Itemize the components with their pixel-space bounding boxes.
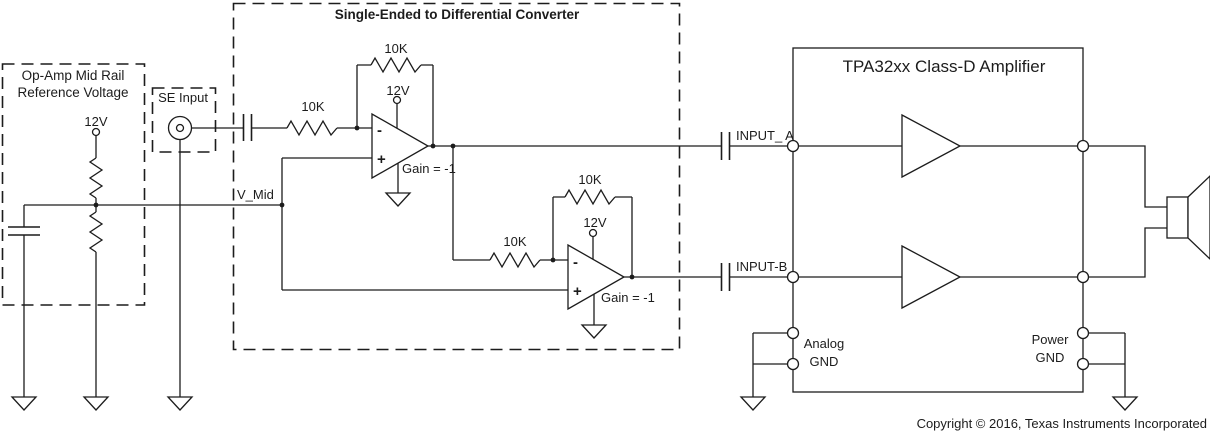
feedback-resistor-a — [370, 56, 422, 74]
input-resistor-b-label: 10K — [503, 234, 526, 249]
se-input-connector-circuit — [166, 115, 244, 411]
ground-symbol — [1111, 396, 1139, 411]
feedback-loop-b — [552, 196, 633, 277]
input-coupling-capacitor-a — [242, 114, 253, 141]
opamp-b-circuit — [282, 188, 722, 339]
ground-symbol — [580, 324, 608, 339]
resistor-divider-top — [88, 157, 104, 199]
ground-symbol — [166, 396, 194, 411]
converter-box-title: Single-Ended to Differential Converter — [335, 7, 580, 22]
branch-to-b-wire — [452, 146, 490, 261]
vmid-label: V_Mid — [237, 187, 274, 202]
se-input-box-outline — [151, 87, 217, 153]
pin-input-b — [786, 270, 800, 284]
feedback-resistor-b — [564, 188, 616, 206]
output-b-to-speaker-wire — [1088, 227, 1167, 278]
ground-symbol — [82, 396, 110, 411]
pin-output-a — [1076, 139, 1090, 153]
opamp-a-triangle — [371, 112, 430, 180]
converter-box-outline — [232, 2, 681, 351]
input-b-coupling-capacitor — [720, 263, 731, 291]
power-amp-b-triangle — [901, 244, 962, 310]
opamp-a-minus-sign: - — [377, 122, 382, 139]
opamp-a-gain-label: Gain = -1 — [402, 161, 456, 176]
opamp-b-gain-label: Gain = -1 — [601, 290, 655, 305]
resistor-divider-bottom — [88, 211, 104, 253]
junction-dots — [93, 125, 635, 280]
midrail-supply-label: 12V — [84, 114, 107, 129]
opamp-a-plus-sign: + — [377, 151, 386, 168]
supply-terminal-12v — [588, 228, 598, 238]
input-a-label: INPUT_ A — [736, 128, 794, 143]
copyright-text: Copyright © 2016, Texas Instruments Inco… — [917, 416, 1207, 431]
ground-symbol — [384, 192, 412, 207]
junction-dot — [354, 125, 360, 131]
opamp-b-minus-sign: - — [573, 254, 578, 271]
feedback-resistor-b-label: 10K — [578, 172, 601, 187]
decoupling-capacitor — [8, 226, 40, 236]
opamp-b-triangle — [567, 243, 626, 311]
pin-analog-gnd-1 — [786, 326, 800, 340]
amplifier-box-title: TPA32xx Class-D Amplifier — [843, 57, 1046, 76]
rca-connector-center — [175, 123, 185, 133]
output-a-to-speaker-wire — [1088, 145, 1167, 208]
input-resistor-a-label: 10K — [301, 99, 324, 114]
midrail-reference-circuit — [8, 127, 282, 411]
feedback-loop-a — [356, 64, 434, 146]
pin-analog-gnd-2 — [786, 357, 800, 371]
junction-dot — [430, 143, 436, 149]
pin-power-gnd-1 — [1076, 326, 1090, 340]
junction-dot — [279, 202, 285, 208]
midrail-box-title-line1: Op-Amp Mid Rail — [22, 68, 125, 83]
opamp-a-circuit — [242, 56, 722, 290]
ground-symbol — [10, 396, 38, 411]
input-resistor-b — [489, 251, 541, 269]
ground-symbol — [739, 396, 767, 411]
amplifier-box-outline — [792, 47, 1084, 393]
junction-dot — [450, 143, 456, 149]
power-gnd-label-line1: Power — [1032, 332, 1070, 347]
supply-terminal-12v — [392, 95, 402, 105]
power-gnd-wires — [1088, 332, 1126, 397]
power-amp-a-triangle — [901, 113, 962, 179]
pin-input-a — [786, 139, 800, 153]
input-b-label: INPUT-B — [736, 259, 787, 274]
pin-power-gnd-2 — [1076, 357, 1090, 371]
junction-dot — [93, 202, 99, 208]
amplifier-circuit — [720, 113, 1210, 411]
input-a-coupling-capacitor — [720, 132, 731, 160]
speaker-magnet — [1166, 196, 1189, 239]
pin-output-b — [1076, 270, 1090, 284]
opamp-a-supply-label: 12V — [386, 83, 409, 98]
feedback-resistor-a-label: 10K — [384, 41, 407, 56]
junction-dot — [550, 257, 556, 263]
supply-terminal-12v — [91, 127, 101, 137]
analog-gnd-label-line1: Analog — [804, 336, 844, 351]
midrail-box-title-line2: Reference Voltage — [17, 85, 128, 100]
input-resistor-a — [286, 119, 338, 137]
analog-gnd-label-line2: GND — [810, 354, 839, 369]
junction-dot — [629, 274, 635, 280]
opamp-b-supply-label: 12V — [583, 215, 606, 230]
analog-gnd-wires — [752, 332, 788, 397]
opamp-b-plus-sign: + — [573, 283, 582, 300]
speaker-cone — [1187, 175, 1210, 260]
power-gnd-label-line2: GND — [1036, 350, 1065, 365]
se-input-box-title: SE Input — [158, 90, 208, 105]
